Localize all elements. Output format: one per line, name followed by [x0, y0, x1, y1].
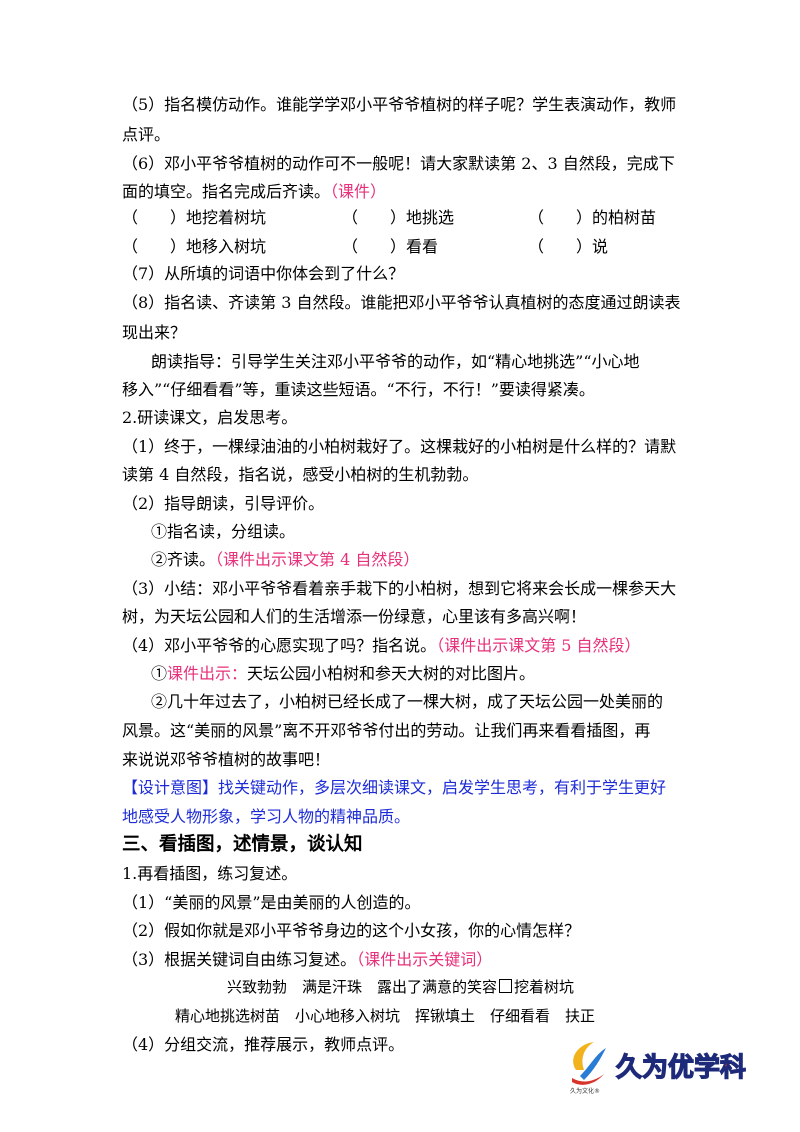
- paragraph-line: （1）终于，一棵绿油油的小柏树栽好了。这棵栽好的小柏树是什么样的？请默: [122, 437, 677, 456]
- paragraph-line: （2）指导朗读，引导评价。: [122, 494, 325, 513]
- keyword-text: 挖着树坑: [514, 978, 575, 996]
- courseware-note: 课件出示：: [167, 664, 248, 683]
- keyword-row: 兴致勃勃 满是汗珠 露出了满意的笑容挖着树坑: [227, 976, 574, 998]
- fill-blank: （ ）地移入树坑: [122, 237, 267, 256]
- paragraph-line: （3）小结：邓小平爷爷看着亲手栽下的小柏树，想到它将来会长成一棵参天大: [122, 579, 677, 598]
- paragraph-line: （6）邓小平爷爷植树的动作可不一般呢！请大家默读第 2、3 自然段，完成下: [122, 154, 675, 173]
- paragraph-line: ②几十年过去了，小柏树已经长成了一棵大树，成了天坛公园一处美丽的: [151, 692, 664, 711]
- text-segment: （3）根据关键词自由练习复述。: [122, 950, 357, 969]
- paragraph-line: （7）从所填的词语中你体会到了什么？: [122, 264, 405, 283]
- paragraph-line: 风景。这“美丽的风景”离不开邓爷爷付出的劳动。让我们再来看看插图，再: [122, 721, 651, 740]
- paragraph-line: （3）根据关键词自由练习复述。（课件出示关键词）: [122, 949, 492, 971]
- fill-blank: （ ）地挖着树坑: [122, 208, 267, 227]
- courseware-note: （课件出示关键词）: [356, 950, 493, 969]
- fill-blank: （ ）地挑选: [342, 208, 455, 227]
- paragraph-line: 2.研读课文，启发思考。: [122, 408, 298, 427]
- paragraph-line: 点评。: [122, 125, 171, 144]
- text-segment: （4）邓小平爷爷的心愿实现了吗？指名说。: [122, 636, 437, 655]
- paragraph-line: （4）分组交流，推荐展示，教师点评。: [122, 1035, 405, 1054]
- paragraph-line: 现出来？: [122, 323, 187, 342]
- text-segment: 天坛公园小柏树和参天大树的对比图片。: [247, 664, 536, 683]
- paragraph-line: 1.再看插图，练习复述。: [122, 864, 298, 883]
- keyword-row: 精心地挑选树苗 小心地移入树坑 挥锹填土 仔细看看 扶正: [175, 1007, 596, 1025]
- text-segment: ②齐读。: [151, 550, 216, 569]
- paragraph-line: 树，为天坛公园和人们的生活增添一份绿意，心里该有多高兴啊！: [122, 607, 587, 626]
- paragraph-line: 面的填空。指名完成后齐读。（课件）: [122, 181, 386, 203]
- text-segment: 面的填空。指名完成后齐读。: [122, 182, 331, 201]
- publisher-logo: 久为文化® 久为优学科: [566, 1036, 747, 1096]
- fill-blank: （ ）说: [528, 237, 609, 256]
- paragraph-line: （8）指名读、齐读第 3 自然段。谁能把邓小平爷爷认真植树的态度通过朗读表: [122, 293, 681, 312]
- paragraph-line: ①指名读，分组读。: [151, 522, 296, 541]
- fill-blank: （ ）看看: [342, 237, 439, 256]
- paragraph-line: （2）假如你就是邓小平爷爷身边的这个小女孩，你的心情怎样？: [122, 921, 581, 940]
- paragraph-line: 移入”“仔细看看”等，重读这些短语。“不行，不行！”要读得紧凑。: [122, 380, 595, 399]
- paragraph-line: （5）指名模仿动作。谁能学学邓小平爷爷植树的样子呢？学生表演动作，教师: [122, 95, 677, 114]
- design-intent-line: 【设计意图】找关键动作，多层次细读课文，启发学生思考，有利于学生更好: [122, 778, 667, 797]
- paragraph-line: 来说说邓爷爷植树的故事吧！: [122, 750, 331, 769]
- paragraph-line: 读第 4 自然段，指名说，感受小柏树的生机勃勃。: [122, 465, 479, 484]
- placeholder-box: [499, 979, 513, 993]
- paragraph-line: 朗读指导：引导学生关注邓小平爷爷的动作，如“精心地挑选”“小心地: [151, 352, 640, 371]
- paragraph-line: ②齐读。（课件出示课文第 4 自然段）: [151, 549, 419, 571]
- courseware-note: （课件出示课文第 4 自然段）: [215, 550, 420, 569]
- keyword-text: 兴致勃勃 满是汗珠 露出了满意的笑容: [227, 978, 498, 996]
- design-intent-line: 地感受人物形象，学习人物的精神品质。: [122, 807, 411, 826]
- logo-mark: 久为文化® 久为优学科: [570, 1042, 747, 1095]
- logo-tagline: 久为文化®: [570, 1087, 600, 1095]
- paragraph-line: （4）邓小平爷爷的心愿实现了吗？指名说。（课件出示课文第 5 自然段）: [122, 635, 641, 657]
- paragraph-line: （1）“美丽的风景”是由美丽的人创造的。: [122, 893, 421, 912]
- section-heading: 三、看插图，述情景，谈认知: [122, 834, 363, 855]
- paragraph-line: ①课件出示：天坛公园小柏树和参天大树的对比图片。: [151, 663, 535, 685]
- logo-wordmark: 久为优学科: [616, 1052, 746, 1083]
- courseware-note: （课件出示课文第 5 自然段）: [436, 636, 641, 655]
- courseware-note: （课件）: [330, 182, 387, 201]
- text-segment: ①: [151, 664, 168, 683]
- fill-blank: （ ）的柏树苗: [528, 208, 657, 227]
